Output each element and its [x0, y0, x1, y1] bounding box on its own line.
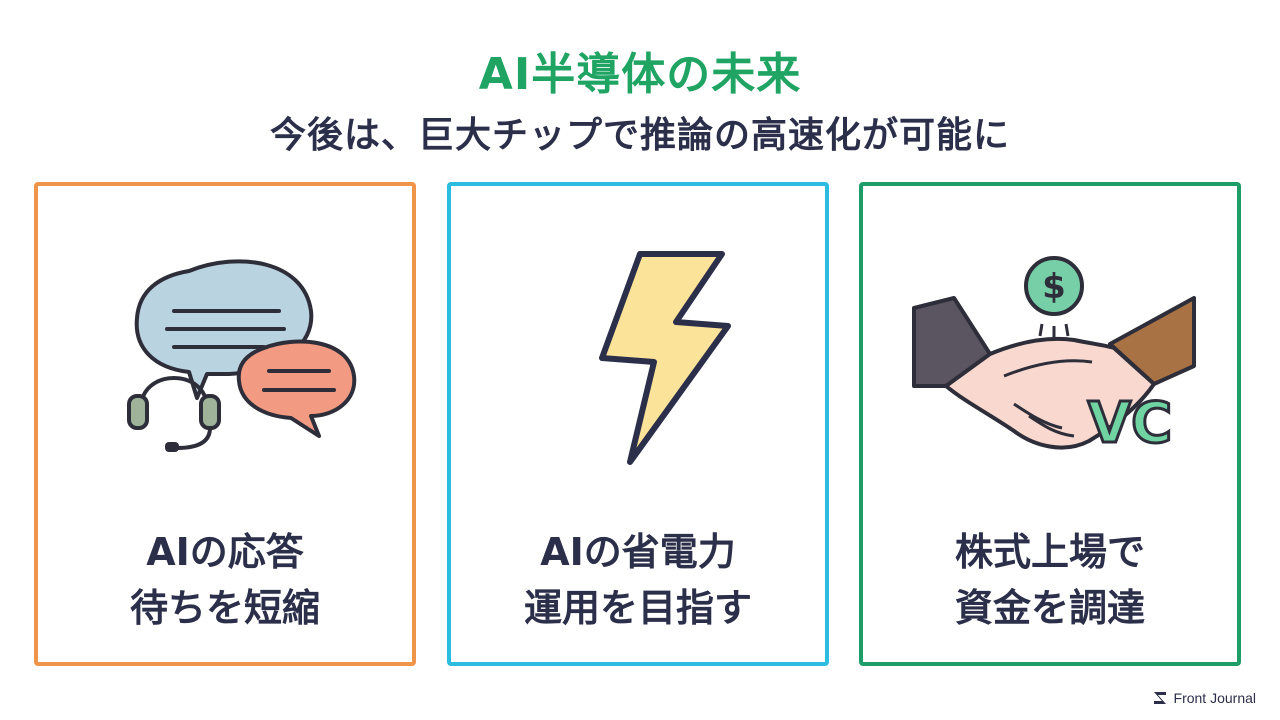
card-ai-power-saving: AIの省電力 運用を目指す — [447, 182, 829, 666]
card-label-line1: 株式上場で — [954, 530, 1145, 574]
card-label: AIの省電力 運用を目指す — [451, 524, 825, 636]
svg-text:$: $ — [1042, 267, 1066, 307]
card-label-line2: 待ちを短縮 — [129, 586, 320, 630]
card-label: 株式上場で 資金を調達 — [863, 524, 1237, 636]
brand-logo: Front Journal — [1152, 690, 1256, 706]
page-title: AI半導体の未来 — [478, 49, 802, 100]
chat-bubbles-headset-icon — [127, 259, 357, 452]
vc-label: VC — [1088, 391, 1172, 456]
card-label-line1: AIの省電力 — [540, 530, 736, 574]
card-ai-response: AIの応答 待ちを短縮 — [34, 182, 416, 666]
card-ipo-funding: $ VC 株式上場で 資金を調達 — [859, 182, 1241, 666]
card-label-line1: AIの応答 — [146, 530, 304, 574]
card-label-line2: 運用を目指す — [523, 586, 752, 630]
card-label-line2: 資金を調達 — [954, 586, 1145, 630]
handshake-dollar-icon: $ VC — [912, 256, 1196, 458]
front-journal-logo-icon — [1153, 692, 1166, 704]
lightning-bolt-icon — [599, 251, 731, 465]
page-subtitle: 今後は、巨大チップで推論の高速化が可能に — [269, 115, 1010, 156]
brand-name: Front Journal — [1173, 690, 1256, 706]
card-label: AIの応答 待ちを短縮 — [38, 524, 412, 636]
